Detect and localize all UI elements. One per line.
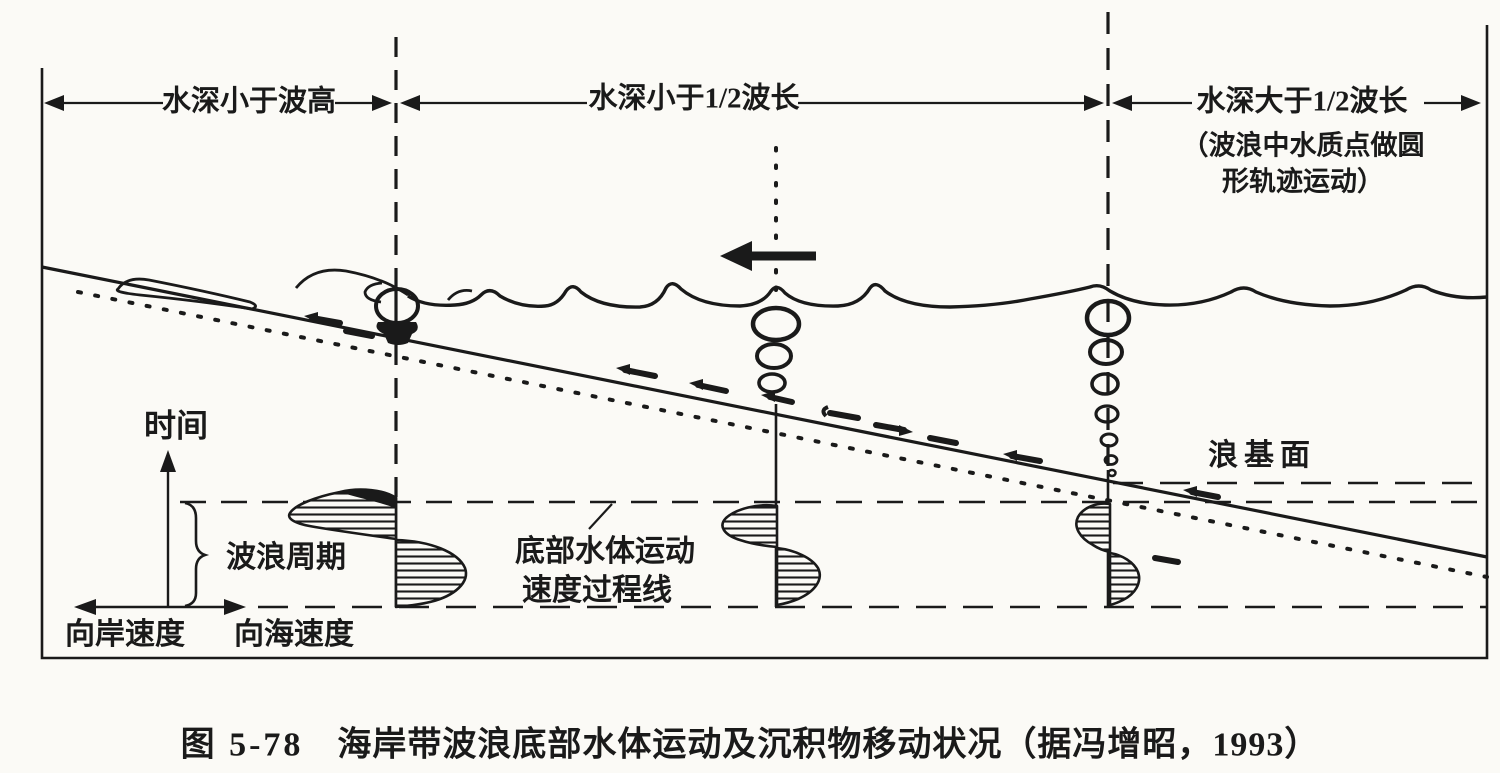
wave-period-label: 波浪周期: [226, 540, 346, 574]
onshore-current-arrow-icon: [720, 241, 816, 271]
wave-base-label: 浪基面: [1208, 438, 1316, 472]
onshore-sediment-dash-icon: [304, 312, 1221, 500]
time-axis-label: 时间: [143, 407, 209, 444]
middle-zone-arrow-icon: [400, 95, 1104, 111]
time-axis: [160, 450, 176, 607]
velocity-profile-surf: [287, 488, 468, 609]
zone-label-middle: 水深小于1/2波长: [588, 82, 800, 115]
right-zone-arrow-icon: [1112, 95, 1481, 111]
diagram-border: [40, 25, 1489, 660]
onshore-velocity-label: 向岸速度: [65, 617, 185, 651]
bottom-velocity-label-line1: 底部水体运动: [515, 534, 695, 568]
orbital-motion-mid-column: [750, 305, 802, 394]
zone-label-shallow: 水深小于波高: [161, 85, 337, 118]
velocity-profile-wavebase: [1075, 502, 1141, 607]
zone-label-deep-subline1: （波浪中水质点做圆: [1181, 130, 1425, 161]
diagram-canvas: [40, 12, 1489, 660]
figure-caption-text: 海岸带波浪底部水体运动及沉积物移动状况（据冯增昭，1993）: [337, 726, 1320, 764]
beach-slope-line: [41, 265, 1488, 559]
sea-surface-wave-line: [407, 282, 1488, 309]
zone-label-deep: 水深大于1/2波长: [1196, 85, 1408, 118]
figure-caption: 图 5-78 海岸带波浪底部水体运动及沉积物移动状况（据冯增昭，1993）: [181, 717, 1320, 766]
sediment-transport-arrows: [304, 312, 1221, 565]
zone-dimension-arrows: [44, 95, 1481, 111]
velocity-axis: [74, 599, 246, 615]
figure-number: 图 5-78: [180, 726, 304, 764]
seaward-velocity-label: 向海速度: [234, 617, 354, 651]
velocity-profiles: [287, 488, 1141, 609]
sub-slope-dotted-line: [76, 290, 1489, 579]
velocity-profile-shoal: [721, 503, 821, 607]
wave-period-brace: [184, 501, 210, 608]
zone-label-deep-subline2: 形轨迹运动）: [1222, 166, 1384, 197]
profile-label-leader-line: [588, 503, 613, 530]
bottom-velocity-label-line2: 速度过程线: [522, 573, 672, 607]
orbital-motion-right-column: [1084, 298, 1132, 478]
left-zone-arrow-icon: [44, 95, 392, 111]
offshore-sediment-dash-icon: [821, 405, 1181, 565]
surf-zone-breakers: [115, 268, 473, 345]
